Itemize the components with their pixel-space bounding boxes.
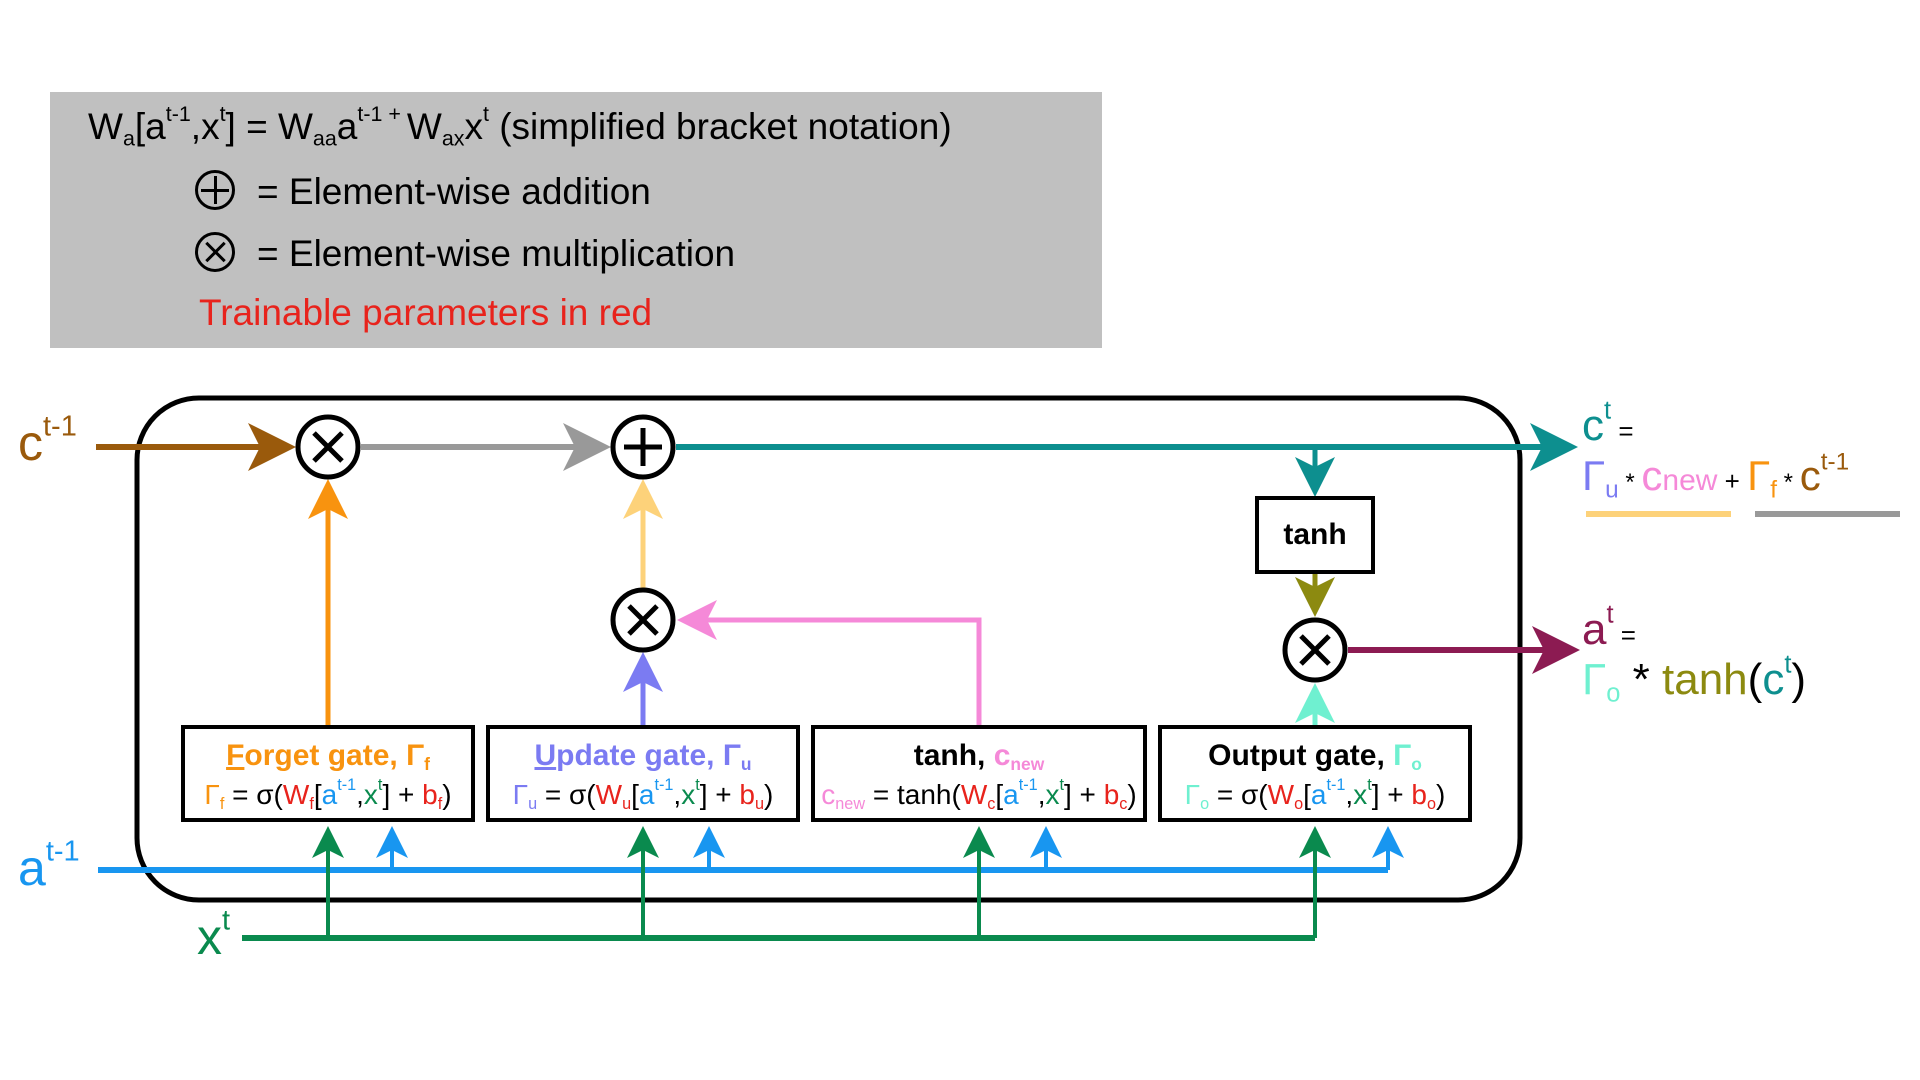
legend-multiplication: = Element-wise multiplication [195, 232, 735, 275]
legend-box: Wa[at-1,xt] = Waaat-1 + Waxxt (simplifie… [50, 92, 1102, 348]
candidate-tanh-title: tanh, cnew [913, 739, 1045, 775]
forget-gate-title: Forget gate, Γf [226, 739, 430, 775]
output-gate-box: Output gate, Γo Γo = σ(Wo[at-1,xt] + bo) [1158, 725, 1472, 822]
bracket-notation-line: Wa[at-1,xt] = Waaat-1 + Waxxt (simplifie… [88, 101, 952, 151]
trainable-parameters-note: Trainable parameters in red [199, 292, 653, 333]
cell-tanh-block: tanh [1255, 496, 1375, 574]
cell-add-op [610, 414, 676, 480]
c-prev-label: ct-1 [18, 410, 77, 471]
a-out-label: at = [1582, 600, 1636, 654]
circled-times-icon [195, 232, 235, 272]
update-gate-title: Update gate, Γu [534, 739, 752, 775]
update-gate-formula: Γu = σ(Wu[at-1,xt] + bu) [512, 776, 774, 813]
c-out-label: ct = [1582, 396, 1634, 450]
forget-gate-box: Forget gate, Γf Γf = σ(Wf[at-1,xt] + bf) [181, 725, 475, 822]
legend-addition: = Element-wise addition [195, 170, 651, 213]
x-label: xt [197, 904, 231, 965]
forget-multiply-op [295, 414, 361, 480]
a-prev-label: at-1 [18, 835, 80, 896]
output-gate-title: Output gate, Γo [1208, 739, 1422, 775]
update-multiply-op [610, 587, 676, 653]
update-gate-box: Update gate, Γu Γu = σ(Wu[at-1,xt] + bu) [486, 725, 800, 822]
a-out-equation: Γo * tanh(ct) [1582, 650, 1807, 708]
c-out-equation: Γu * cnew + Γf * ct-1 [1582, 448, 1850, 504]
candidate-tanh-formula: cnew = tanh(Wc[at-1,xt] + bc) [821, 776, 1137, 813]
candidate-tanh-box: tanh, cnew cnew = tanh(Wc[at-1,xt] + bc) [811, 725, 1147, 822]
output-gate-formula: Γo = σ(Wo[at-1,xt] + bo) [1184, 776, 1446, 813]
cnew-arrow [677, 600, 982, 725]
forget-gate-formula: Γf = σ(Wf[at-1,xt] + bf) [204, 776, 452, 813]
forget-term-underline [1755, 511, 1900, 517]
update-term-underline [1586, 511, 1731, 517]
output-multiply-op [1282, 617, 1348, 683]
circled-plus-icon [195, 170, 235, 210]
